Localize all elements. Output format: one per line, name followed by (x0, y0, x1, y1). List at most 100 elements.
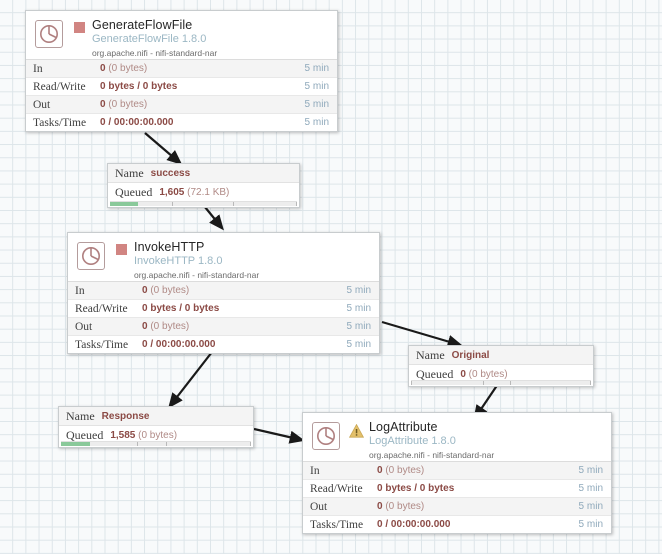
stat-label: Tasks/Time (310, 518, 364, 531)
processor-header: InvokeHTTP InvokeHTTP 1.8.0 org.apache.n… (68, 233, 379, 281)
stat-time: 5 min (578, 519, 603, 530)
processor-bundle: org.apache.nifi - nifi-standard-nar (369, 449, 495, 460)
processor-logattribute[interactable]: LogAttribute LogAttribute 1.8.0 org.apac… (302, 412, 612, 534)
processor-name: GenerateFlowFile (92, 18, 193, 32)
stat-row: Read/Write 0 bytes / 0 bytes 5 min (68, 300, 379, 318)
stat-label: In (33, 62, 43, 75)
stat-row: Read/Write 0 bytes / 0 bytes 5 min (303, 480, 611, 498)
connection-name-value: Response (101, 410, 150, 422)
warning-triangle-icon (348, 424, 364, 438)
stat-time: 5 min (346, 321, 371, 332)
stat-row: Out 0 (0 bytes) 5 min (26, 96, 337, 114)
processor-state-indicator (347, 424, 365, 438)
stat-time: 5 min (578, 483, 603, 494)
stat-row: In 0 (0 bytes) 5 min (303, 462, 611, 480)
stat-value: 0 (0 bytes) (100, 99, 148, 110)
stat-label: Tasks/Time (75, 338, 129, 351)
processor-header: GenerateFlowFile GenerateFlowFile 1.8.0 … (26, 11, 337, 59)
connection-queued-row: Queued 0 (0 bytes) (409, 365, 593, 384)
stat-value: 0 (0 bytes) (142, 285, 190, 296)
stat-label: Out (75, 320, 93, 333)
connection-queued-label: Queued (66, 428, 104, 442)
edge-generateflowfile-to-success (144, 132, 183, 166)
connection-name-label: Name (66, 408, 95, 423)
connection-name-row: Name Original (409, 346, 593, 365)
connection-name-label: Name (416, 347, 445, 362)
processor-generateflowfile[interactable]: GenerateFlowFile GenerateFlowFile 1.8.0 … (25, 10, 338, 132)
stat-label: Read/Write (310, 482, 363, 495)
connection-name-label: Name (115, 165, 144, 180)
connection-queued-value: 1,605 (72.1 KB) (159, 187, 230, 198)
processor-state-indicator (70, 22, 88, 33)
stat-time: 5 min (578, 501, 603, 512)
stat-row: Out 0 (0 bytes) 5 min (68, 318, 379, 336)
queue-progress-fill (110, 202, 139, 206)
connection-name-value: Original (451, 349, 490, 361)
processor-icon (77, 242, 105, 270)
edge-invokehttp-to-original (381, 320, 463, 348)
connection-original[interactable]: Name Original Queued 0 (0 bytes) (408, 345, 594, 387)
connection-name-value: success (150, 167, 191, 179)
edge-response-to-logattribute (253, 427, 306, 444)
processor-bundle: org.apache.nifi - nifi-standard-nar (92, 47, 218, 58)
stat-label: Out (33, 98, 51, 111)
stat-row: Tasks/Time 0 / 00:00:00.000 5 min (68, 336, 379, 353)
connection-name-row: Name success (108, 164, 299, 183)
processor-titles: InvokeHTTP InvokeHTTP 1.8.0 org.apache.n… (134, 240, 259, 280)
stat-time: 5 min (304, 117, 329, 128)
stat-time: 5 min (578, 465, 603, 476)
processor-stats-table: In 0 (0 bytes) 5 min Read/Write 0 bytes … (68, 281, 379, 353)
stat-value: 0 (0 bytes) (100, 63, 148, 74)
connection-queued-row: Queued 1,585 (0 bytes) (59, 426, 253, 445)
connection-queued-value: 1,585 (0 bytes) (110, 430, 178, 441)
stat-time: 5 min (304, 63, 329, 74)
stat-row: Tasks/Time 0 / 00:00:00.000 5 min (26, 114, 337, 131)
processor-type: LogAttribute 1.8.0 (369, 435, 456, 448)
processor-icon (35, 20, 63, 48)
stop-square-icon (73, 22, 85, 33)
edge-invokehttp-to-response (168, 351, 213, 409)
connection-response[interactable]: Name Response Queued 1,585 (0 bytes) (58, 406, 254, 448)
stat-label: Read/Write (75, 302, 128, 315)
stat-time: 5 min (304, 81, 329, 92)
stop-square-icon (115, 244, 127, 255)
queue-progress-bar (61, 441, 251, 446)
stat-value: 0 bytes / 0 bytes (377, 483, 455, 494)
processor-stats-table: In 0 (0 bytes) 5 min Read/Write 0 bytes … (26, 59, 337, 131)
stat-value: 0 bytes / 0 bytes (100, 81, 178, 92)
queue-progress-fill (61, 442, 90, 446)
stat-time: 5 min (346, 303, 371, 314)
stat-row: Read/Write 0 bytes / 0 bytes 5 min (26, 78, 337, 96)
stat-label: Tasks/Time (33, 116, 87, 129)
stat-row: In 0 (0 bytes) 5 min (26, 60, 337, 78)
stat-value: 0 (0 bytes) (377, 465, 425, 476)
processor-invokehttp[interactable]: InvokeHTTP InvokeHTTP 1.8.0 org.apache.n… (67, 232, 380, 354)
stat-label: Read/Write (33, 80, 86, 93)
queue-progress-bar (411, 380, 591, 385)
processor-stats-table: In 0 (0 bytes) 5 min Read/Write 0 bytes … (303, 461, 611, 533)
processor-type: GenerateFlowFile 1.8.0 (92, 33, 207, 46)
processor-header: LogAttribute LogAttribute 1.8.0 org.apac… (303, 413, 611, 461)
connection-name-row: Name Response (59, 407, 253, 426)
connection-queued-row: Queued 1,605 (72.1 KB) (108, 183, 299, 202)
processor-titles: GenerateFlowFile GenerateFlowFile 1.8.0 … (92, 18, 218, 58)
processor-name: InvokeHTTP (134, 240, 205, 254)
connection-queued-label: Queued (115, 185, 153, 199)
processor-name: LogAttribute (369, 420, 438, 434)
stat-label: Out (310, 500, 328, 513)
stat-value: 0 bytes / 0 bytes (142, 303, 220, 314)
stat-time: 5 min (346, 339, 371, 350)
processor-titles: LogAttribute LogAttribute 1.8.0 org.apac… (369, 420, 495, 460)
stat-value: 0 / 00:00:00.000 (377, 519, 451, 530)
stat-row: Tasks/Time 0 / 00:00:00.000 5 min (303, 516, 611, 533)
connection-success[interactable]: Name success Queued 1,605 (72.1 KB) (107, 163, 300, 208)
stat-value: 0 (0 bytes) (142, 321, 190, 332)
stat-value: 0 / 00:00:00.000 (100, 117, 174, 128)
stat-value: 0 / 00:00:00.000 (142, 339, 216, 350)
stat-row: Out 0 (0 bytes) 5 min (303, 498, 611, 516)
stat-time: 5 min (304, 99, 329, 110)
stat-label: In (75, 284, 85, 297)
processor-icon (312, 422, 340, 450)
stat-label: In (310, 464, 320, 477)
